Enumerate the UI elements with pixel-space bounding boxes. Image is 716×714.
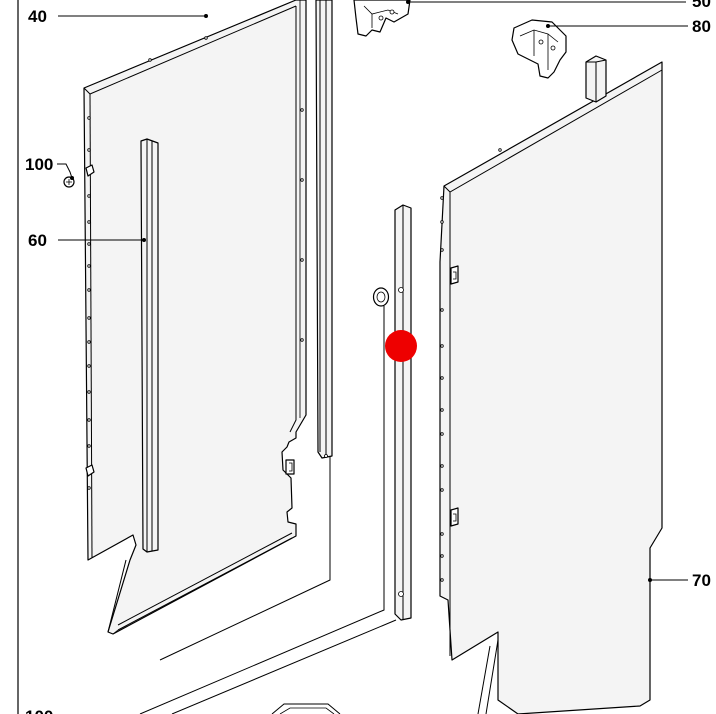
panel-hole-row (87, 36, 304, 490)
callout-70-label: 70 (692, 571, 711, 590)
part-80-hinge-bracket[interactable] (511, 19, 567, 79)
callout-100b-label: 100 (25, 707, 53, 714)
part-60-seal-strip[interactable] (140, 138, 159, 553)
callout-60-label: 60 (28, 231, 47, 250)
callout-40-label: 40 (28, 7, 47, 26)
red-marker-dot[interactable] (385, 330, 417, 362)
vertical-guide-rail[interactable] (394, 204, 412, 621)
part-40-side-panel[interactable] (83, 0, 307, 635)
part-70-outer-door-panel[interactable] (439, 61, 663, 714)
callout-100-label: 100 (25, 155, 53, 174)
callout-50-label: 50 (692, 0, 711, 11)
vertical-profile-rail[interactable] (315, 0, 333, 459)
middle-door-liner[interactable] (139, 306, 397, 714)
bottom-tray-edge (271, 703, 341, 714)
callout-80-label: 80 (692, 17, 711, 36)
top-square-post[interactable] (585, 55, 607, 103)
leader-lines (57, 0, 688, 582)
round-plug[interactable] (372, 287, 390, 307)
part-50-hinge-bracket[interactable] (353, 0, 411, 37)
door-hole-row (440, 148, 502, 582)
